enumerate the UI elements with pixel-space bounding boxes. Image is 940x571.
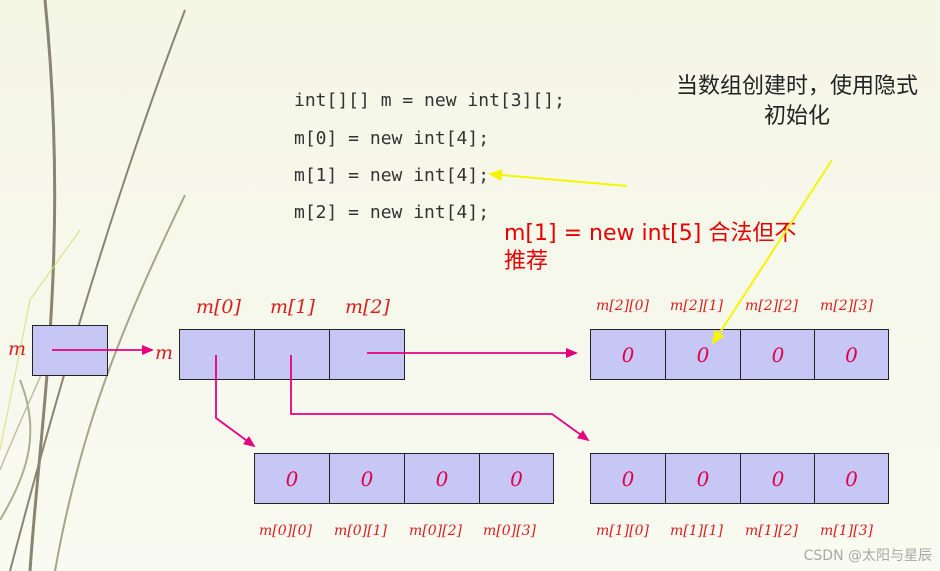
row0-label-2: m[0][2] <box>409 523 462 539</box>
var-label-m: m <box>8 338 27 360</box>
cell-value: 0 <box>360 466 374 491</box>
row0-cell-0: 0 <box>254 453 330 504</box>
cell-value: 0 <box>771 466 785 491</box>
outer-label-1: m[1] <box>270 296 315 318</box>
row1-cell-3: 0 <box>814 453 889 504</box>
cell-value: 0 <box>845 466 858 491</box>
cell-value: 0 <box>621 466 635 491</box>
outer-cell-2 <box>329 329 405 380</box>
row0-cell-1: 0 <box>329 453 405 504</box>
row2-cell-1: 0 <box>665 329 741 380</box>
annotation-arrow-to-code-line <box>488 169 628 187</box>
row0-cell-2: 0 <box>404 453 480 504</box>
watermark: CSDN @太阳与星辰 <box>803 548 932 564</box>
cell-value: 0 <box>696 342 710 367</box>
code-line-4: m[2] = new int[4]; <box>294 202 490 223</box>
row1-label-1: m[1][1] <box>670 523 723 539</box>
outer-cell-0 <box>179 329 255 380</box>
row1-label-0: m[1][0] <box>596 523 649 539</box>
row1-label-3: m[1][3] <box>820 523 873 539</box>
implicit-init-note: 当数组创建时，使用隐式初始化 <box>675 74 918 129</box>
pointer-arrow-m0-to-row0 <box>215 355 256 448</box>
row2-label-0: m[2][0] <box>596 298 649 314</box>
outer-label-2: m[2] <box>345 296 390 318</box>
row1-label-2: m[1][2] <box>745 523 798 539</box>
cell-value: 0 <box>771 342 785 367</box>
row1-cell-1: 0 <box>665 453 741 504</box>
row2-cell-0: 0 <box>590 329 666 380</box>
row2-label-2: m[2][2] <box>745 298 798 314</box>
cell-value: 0 <box>621 342 635 367</box>
row1-cell-0: 0 <box>590 453 666 504</box>
row0-label-3: m[0][3] <box>483 523 536 539</box>
row2-cell-3: 0 <box>814 329 889 380</box>
code-line-3: m[1] = new int[4]; <box>294 165 490 186</box>
outer-label-0: m[0] <box>196 296 241 318</box>
cell-value: 0 <box>696 466 710 491</box>
row2-label-3: m[2][3] <box>820 298 873 314</box>
ref-label-m: m <box>155 342 174 364</box>
cell-value: 0 <box>510 466 523 491</box>
code-line-2: m[0] = new int[4]; <box>294 128 490 149</box>
code-line-1: int[][] m = new int[3][]; <box>294 90 565 111</box>
row0-label-1: m[0][1] <box>334 523 387 539</box>
row0-label-0: m[0][0] <box>259 523 312 539</box>
legal-not-recommended-note: m[1] = new int[5] 合法但不推荐 <box>504 221 797 274</box>
row0-cell-3: 0 <box>479 453 554 504</box>
annotation-arrow-to-cell <box>711 159 833 345</box>
cell-value: 0 <box>285 466 299 491</box>
pointer-arrow-m1-to-row1 <box>290 355 590 442</box>
cell-value: 0 <box>845 342 858 367</box>
cell-value: 0 <box>435 466 449 491</box>
row2-label-1: m[2][1] <box>670 298 723 314</box>
